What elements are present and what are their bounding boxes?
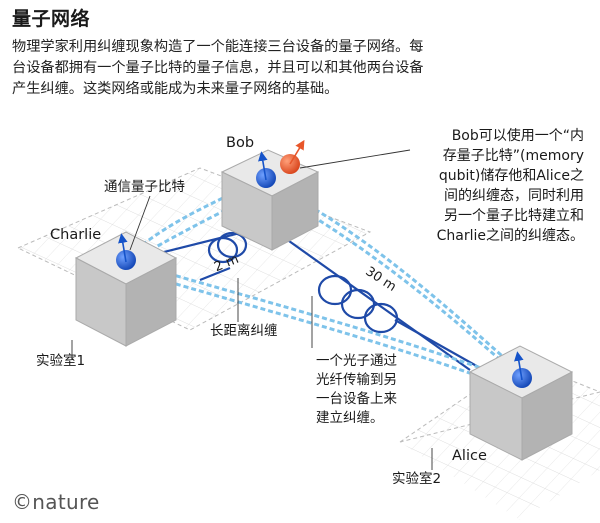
note-line: 光纤传输到另 (316, 372, 397, 388)
charlie-label: Charlie (50, 227, 102, 243)
description: 物理学家利用纠缠现象构造了一个能连接三台设备的量子网络。每 台设备都拥有一个量子… (12, 37, 582, 100)
annotation-leaders (71, 149, 433, 470)
alice-qubit (512, 351, 532, 388)
note-line: 存量子比特”(memory (442, 148, 584, 164)
bob-comm-qubit (256, 151, 276, 188)
bob-memory-qubit (280, 139, 305, 174)
note-line: 一个光子通过 (316, 353, 397, 369)
charlie-qubit (116, 233, 136, 270)
comm-qubit-label: 通信量子比特 (104, 179, 185, 195)
note-line: 另一个量子比特建立和 (444, 208, 584, 224)
lab2-label: 实验室2 (392, 471, 442, 487)
note-line: 建立纠缠。 (316, 410, 384, 426)
bob-label: Bob (226, 135, 255, 151)
description-line: 产生纠缠。这类网络或能成为未来量子网络的基础。 (12, 81, 339, 97)
nature-logo: ©nature (12, 490, 100, 514)
note-line: Bob可以使用一个“内 (451, 128, 584, 144)
note-line: qubit)储存他和Alice之 (438, 168, 584, 184)
long-distance-label: 长距离纠缠 (210, 323, 278, 339)
lab1-label: 实验室1 (36, 353, 86, 369)
note-line: 一台设备上来 (316, 391, 397, 407)
page-title: 量子网络 (12, 8, 91, 30)
note-line: Charlie之间的纠缠态。 (436, 228, 584, 244)
alice-label: Alice (452, 448, 487, 464)
description-line: 台设备都拥有一个量子比特的量子信息，并且可以和其他两台设备 (12, 60, 424, 76)
photon-note: 一个光子通过 光纤传输到另 一台设备上来 建立纠缠。 (316, 352, 397, 428)
bob-memory-note: Bob可以使用一个“内 存量子比特”(memory qubit)储存他和Alic… (437, 126, 584, 246)
alice-device (468, 345, 574, 461)
description-line: 物理学家利用纠缠现象构造了一个能连接三台设备的量子网络。每 (12, 39, 424, 55)
note-line: 间的纠缠态，同时利用 (444, 188, 584, 204)
